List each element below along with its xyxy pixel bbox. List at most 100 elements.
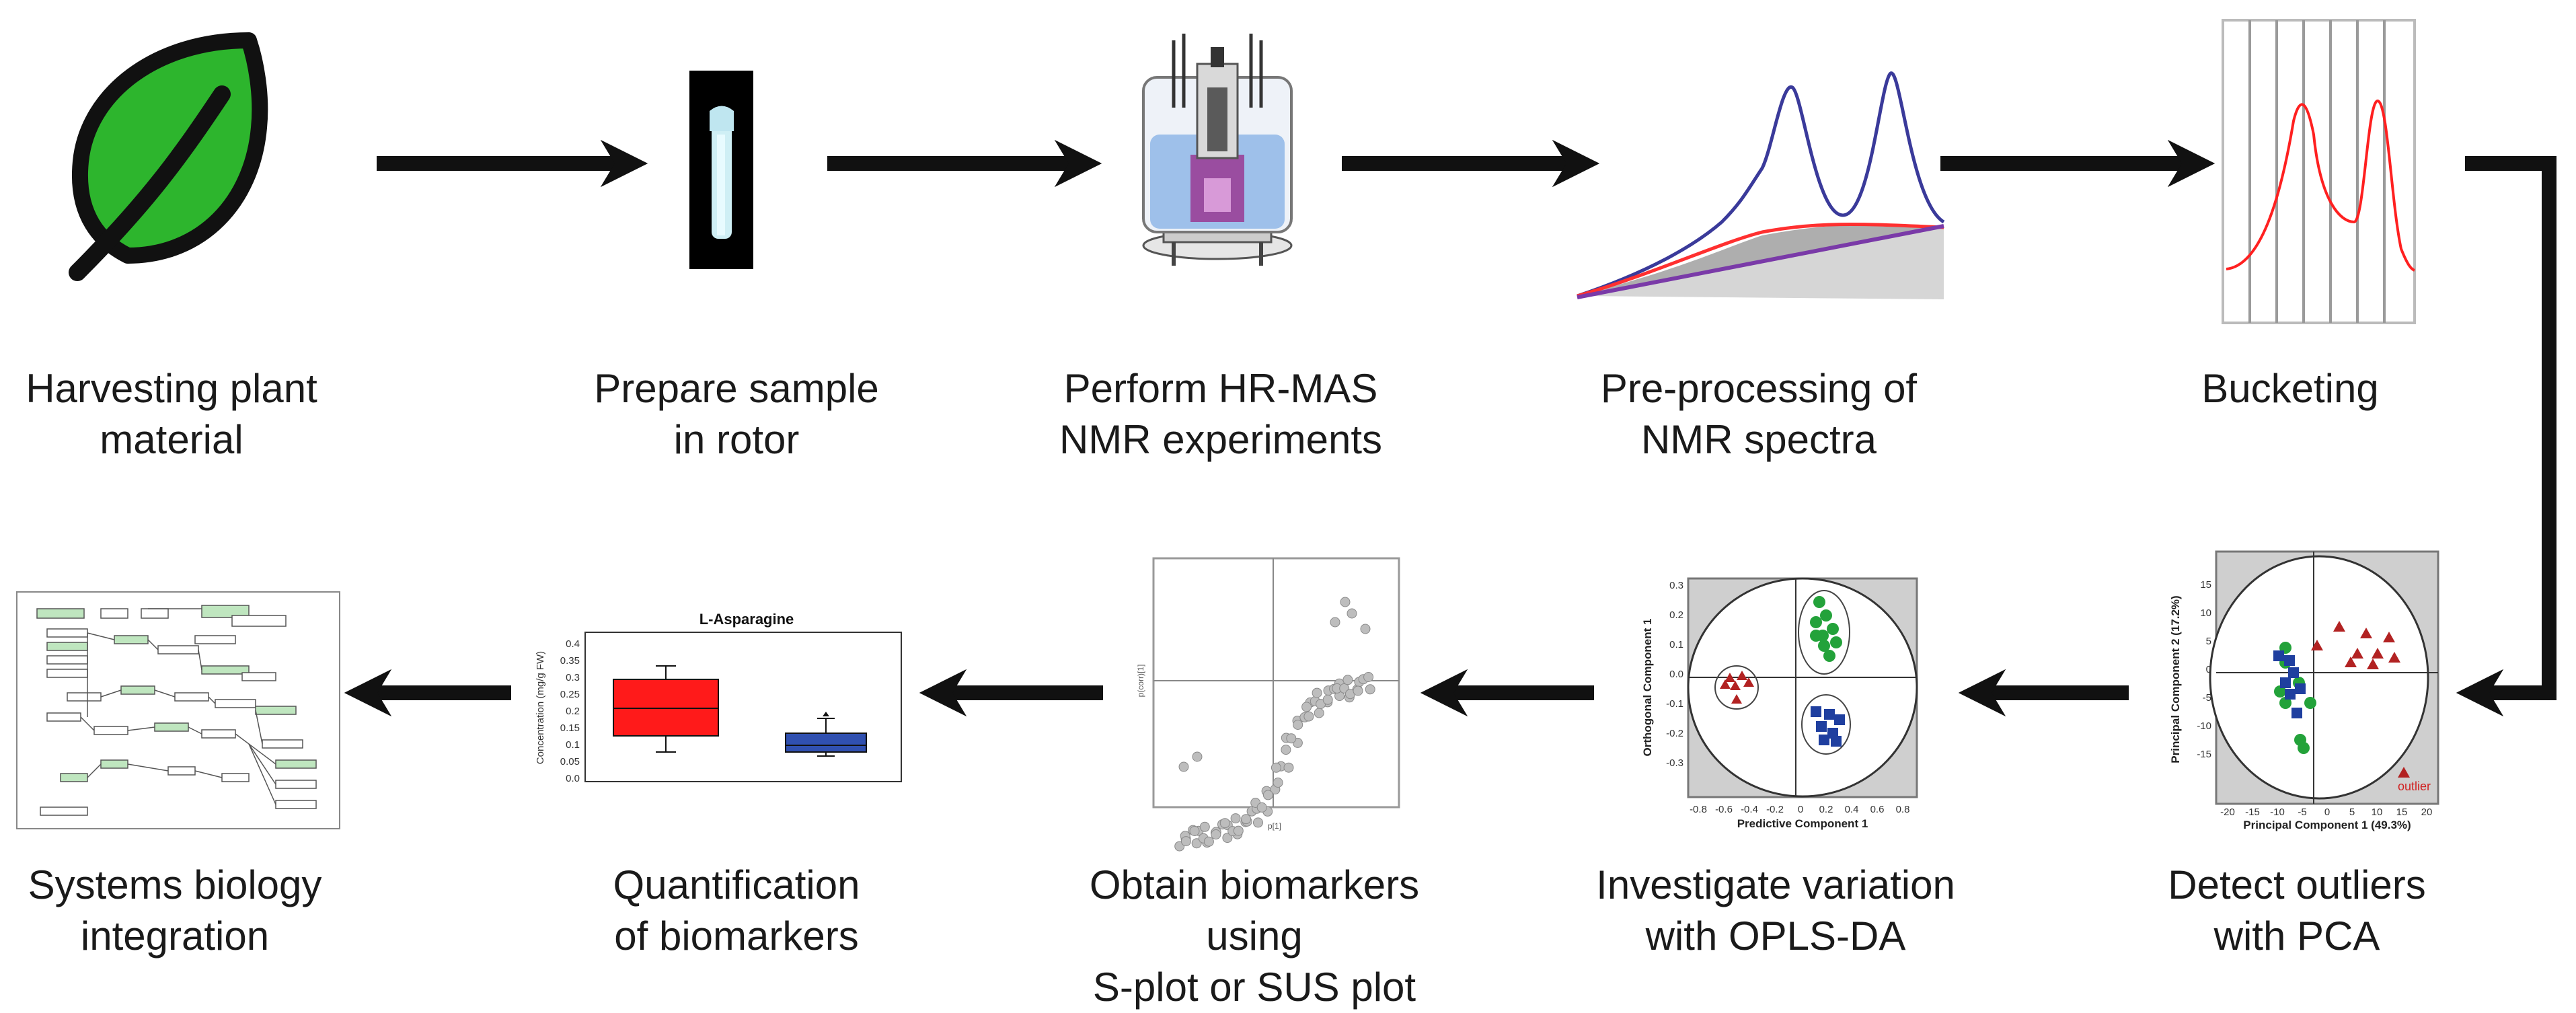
boxplot-ytick-label: 0.35 xyxy=(560,655,580,667)
opls-xtick-label: 0.2 xyxy=(1819,804,1833,815)
pathway-edge xyxy=(127,726,155,731)
splot-point xyxy=(1178,761,1189,772)
splot-point xyxy=(1233,825,1244,836)
pca-outlier-label: outlier xyxy=(2398,780,2431,793)
pathway-node xyxy=(241,672,276,681)
opls-xtick-label: -0.6 xyxy=(1715,804,1733,815)
oplsda-plot: Predictive Component 1 Orthogonal Compon… xyxy=(1641,577,1918,830)
splot-point xyxy=(1283,762,1294,773)
pathway-node xyxy=(275,800,317,809)
workflow-diagram: outlier Principal Component 1 (49.3%) Pr… xyxy=(16,19,2556,852)
preprocessing-spectrum-icon xyxy=(1577,71,1945,299)
splot-point xyxy=(1219,818,1230,829)
pathway-node xyxy=(46,655,88,665)
boxplot-ytick-label: 0.2 xyxy=(566,706,580,717)
pathway-node xyxy=(275,759,317,769)
pathway-node xyxy=(120,685,155,695)
pathway-node xyxy=(215,699,256,708)
pathway-node xyxy=(100,759,128,769)
splot-point xyxy=(1312,687,1322,698)
splot-ylabel: p(corr)[1] xyxy=(1136,665,1145,698)
rotor-icon xyxy=(689,71,753,269)
splot-point xyxy=(1330,617,1340,628)
pathway-edge xyxy=(198,649,202,671)
pca-ytick-label: 0 xyxy=(2206,664,2211,675)
opls-xtick-label: 0.6 xyxy=(1870,804,1885,815)
opls-yticks: 0.30.20.10.0-0.1-0.2-0.3 xyxy=(1666,580,1683,769)
opls-ytick-label: 0.2 xyxy=(1669,609,1683,621)
bucketing-icon xyxy=(2222,19,2416,324)
step-label-line1: Investigate variation xyxy=(1596,862,1955,907)
splot-point xyxy=(1281,745,1291,755)
pathway-node xyxy=(231,615,287,627)
opls-point-red xyxy=(1730,681,1741,690)
splot-point xyxy=(1314,708,1324,718)
pathway-edge xyxy=(248,743,276,805)
opls-point-green xyxy=(1810,630,1822,642)
boxplot-ytick-label: 0.15 xyxy=(560,722,580,734)
s-plot: p[1] p(corr)[1] xyxy=(1136,557,1400,852)
pathway-node xyxy=(167,766,196,776)
step-label-line1: Prepare sample xyxy=(594,366,879,411)
pca-point-red xyxy=(2372,648,2384,659)
pca-xtick-label: 0 xyxy=(2324,806,2330,818)
pca-xtick-label: 10 xyxy=(2372,806,2383,818)
splot-point xyxy=(1271,762,1281,773)
step-label-bucketing: Bucketing xyxy=(2075,363,2505,414)
leaf-icon xyxy=(69,32,268,281)
splot-point xyxy=(1286,733,1297,744)
opls-point-blue xyxy=(1831,736,1842,747)
opls-ylabel: Orthogonal Component 1 xyxy=(1641,619,1654,757)
pca-point-green xyxy=(2298,742,2310,754)
pathway-node xyxy=(46,712,81,722)
splot-point xyxy=(1273,778,1283,788)
pathway-edge xyxy=(208,696,216,704)
pathway-node xyxy=(100,608,128,619)
step-label-line1: Pre-processing of xyxy=(1600,366,1918,411)
boxplot-ytick-label: 0.0 xyxy=(566,773,580,784)
step-label-outliers: Detect outliers with PCA xyxy=(2082,860,2512,962)
step-label-harvesting: Harvesting plant material xyxy=(0,363,387,465)
pca-point-blue xyxy=(2291,708,2302,718)
step-label-line2: with PCA xyxy=(2213,913,2380,959)
pathway-edge xyxy=(147,639,159,650)
splot-point xyxy=(1340,597,1351,607)
opls-point-red xyxy=(1731,694,1742,704)
step-label-line2: material xyxy=(100,417,243,462)
step-label-preprocessing: Pre-processing of NMR spectra xyxy=(1544,363,1974,465)
opls-ytick-label: 0.1 xyxy=(1669,639,1683,650)
step-label-perform: Perform HR-MAS NMR experiments xyxy=(1006,363,1436,465)
pathway-edge xyxy=(255,710,263,745)
pathway-node xyxy=(201,729,236,739)
pathway-node xyxy=(46,628,88,638)
step-label-line1: Perform HR-MAS xyxy=(1063,366,1378,411)
box-blue xyxy=(785,733,867,753)
arrow-turn xyxy=(2456,156,2556,717)
splot-point xyxy=(1322,694,1333,705)
boxplot: L-Asparagine 0.40.350.30.250.20.150.10.0… xyxy=(535,611,902,784)
pca-point-red xyxy=(2360,628,2372,638)
step-label-variation: Investigate variation with OPLS-DA xyxy=(1560,860,1991,962)
pathway-node xyxy=(255,706,297,715)
pathway-edge xyxy=(100,689,122,698)
pca-xtick-label: -15 xyxy=(2245,806,2260,818)
pca-ytick-label: -15 xyxy=(2197,749,2211,760)
pathway-node xyxy=(93,726,128,735)
pca-ytick-label: -10 xyxy=(2197,720,2211,732)
pathway-node xyxy=(221,773,250,782)
splot-point xyxy=(1203,836,1214,847)
opls-xtick-label: -0.8 xyxy=(1690,804,1707,815)
pathway-edge xyxy=(194,770,223,778)
step-label-line2: NMR experiments xyxy=(1059,417,1383,462)
splot-points xyxy=(1174,597,1375,852)
splot-xlabel: p[1] xyxy=(1268,821,1281,831)
pca-xtick-label: -5 xyxy=(2298,806,2306,818)
step-label-line2: S-plot or SUS plot xyxy=(1092,965,1416,1010)
opls-point-green xyxy=(1818,640,1830,652)
splot-point xyxy=(1222,833,1233,843)
pathway-node xyxy=(174,692,209,702)
opls-xtick-label: -0.4 xyxy=(1741,804,1758,815)
boxplot-yticks: 0.40.350.30.250.20.150.10.050.0 xyxy=(560,638,580,784)
